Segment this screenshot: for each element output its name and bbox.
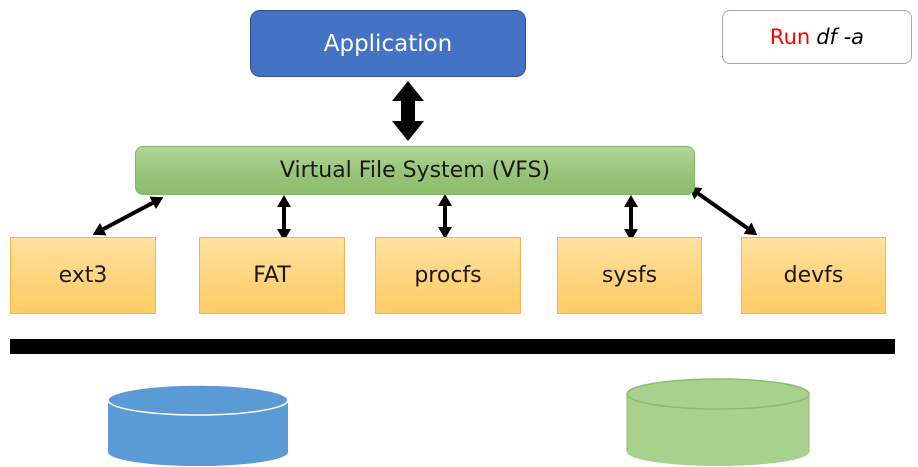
fs-box-devfs: devfs xyxy=(741,237,886,314)
storage-disk-green-icon xyxy=(626,378,810,466)
vfs-fat-arrow xyxy=(277,195,291,241)
fs-box-ext3: ext3 xyxy=(10,237,156,314)
vfs-box: Virtual File System (VFS) xyxy=(135,146,695,195)
note-command: df -a xyxy=(816,25,865,49)
vfs-label: Virtual File System (VFS) xyxy=(279,158,551,183)
storage-separator-bar xyxy=(10,339,895,354)
note-run-word: Run xyxy=(769,25,811,49)
fs-label-fat: FAT xyxy=(253,263,291,288)
application-label: Application xyxy=(323,30,453,57)
vfs-procfs-arrow xyxy=(438,194,452,239)
vfs-sysfs-arrow xyxy=(624,195,638,241)
fs-box-sysfs: sysfs xyxy=(557,237,702,314)
vfs-devfs-arrow xyxy=(688,186,758,236)
fs-box-fat: FAT xyxy=(199,237,345,314)
fs-label-sysfs: sysfs xyxy=(601,263,658,288)
storage-disk-blue-icon xyxy=(107,384,289,466)
app-vfs-arrow xyxy=(392,81,424,141)
fs-label-devfs: devfs xyxy=(783,263,844,288)
fs-box-procfs: procfs xyxy=(375,237,521,314)
fs-label-ext3: ext3 xyxy=(58,263,108,288)
fs-label-procfs: procfs xyxy=(414,263,482,288)
application-box: Application xyxy=(250,10,526,77)
command-note-box: Run df -a xyxy=(722,10,912,64)
vfs-ext3-arrow xyxy=(92,196,164,236)
